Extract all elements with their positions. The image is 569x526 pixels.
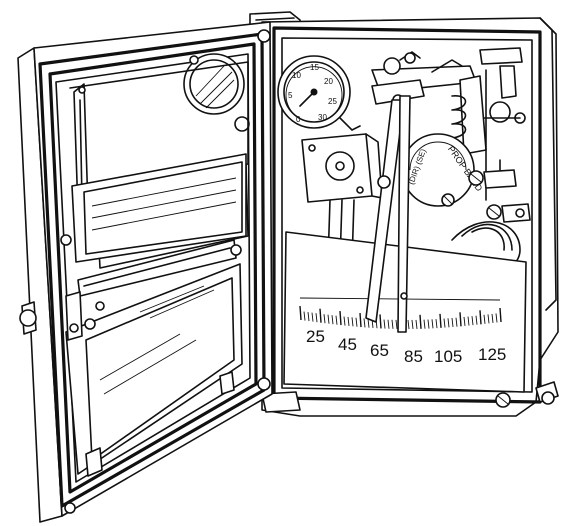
scale-tick xyxy=(431,319,434,329)
scale-tick xyxy=(351,317,354,327)
scale-tick xyxy=(367,318,370,328)
scale-label-85: 85 xyxy=(404,347,423,366)
scale-label-125: 125 xyxy=(478,345,506,364)
scale-tick xyxy=(467,316,470,326)
scale-tick xyxy=(499,307,502,323)
adjust-screw[interactable] xyxy=(441,193,455,207)
scale-tick xyxy=(311,312,314,322)
scale-label-25: 25 xyxy=(306,327,325,346)
gauge-label-25: 25 xyxy=(328,97,337,106)
scale-tick xyxy=(383,319,386,329)
scale-tick xyxy=(339,311,342,326)
scale-tick xyxy=(427,319,430,329)
scale-tick xyxy=(391,319,394,329)
door-window xyxy=(65,263,243,475)
scale-tick xyxy=(439,313,442,328)
scale-tick xyxy=(471,316,474,326)
gauge-label-20: 20 xyxy=(324,77,333,86)
scale-tick xyxy=(359,313,362,328)
scale-tick xyxy=(443,318,446,328)
scale-tick xyxy=(315,313,318,323)
scale-tick xyxy=(307,312,310,322)
scale-tick xyxy=(299,305,302,321)
door-screw xyxy=(257,377,271,391)
door-hinge-knob xyxy=(19,301,37,335)
scale-tick xyxy=(327,314,330,324)
prop-band-dial[interactable]: PROP BAND (DIR) (SE) xyxy=(401,133,485,207)
scale-tick xyxy=(483,314,486,324)
scale-tick xyxy=(343,316,346,326)
scale-tick xyxy=(379,314,382,329)
scale-tick xyxy=(415,319,418,329)
scale-tick xyxy=(463,316,466,326)
scale-tick xyxy=(419,314,422,329)
door-latch[interactable] xyxy=(65,291,105,341)
process-pointer xyxy=(397,95,411,333)
scale-ticks xyxy=(299,305,502,330)
scale-tick xyxy=(335,315,338,325)
scale-tick xyxy=(423,319,426,329)
pressure-gauge: 0 5 10 15 20 25 30 xyxy=(277,55,361,131)
linkage-assembly xyxy=(371,47,526,201)
motor-block xyxy=(301,133,383,203)
scale-tick xyxy=(459,312,462,327)
scale-tick xyxy=(303,311,306,321)
scale-tick xyxy=(395,319,398,329)
scale-tick xyxy=(347,316,350,327)
adjust-screw[interactable] xyxy=(468,159,517,189)
pointer-set xyxy=(365,95,411,333)
scale-tick xyxy=(475,315,478,325)
scale-tick xyxy=(435,319,438,329)
door-screw xyxy=(257,29,271,43)
scale-tick xyxy=(495,313,498,323)
scale-tick xyxy=(491,313,494,323)
scale-tick xyxy=(319,308,322,323)
card-slot xyxy=(71,153,247,263)
scale-tick xyxy=(323,314,326,324)
housing-screw xyxy=(495,392,511,408)
scale-tick xyxy=(363,318,366,328)
door-screw xyxy=(64,502,76,514)
scale-tick xyxy=(331,315,334,325)
gauge-needle xyxy=(299,91,315,107)
scale-label-65: 65 xyxy=(370,341,389,360)
adjust-screw[interactable] xyxy=(486,203,531,223)
scale-tick xyxy=(447,318,450,328)
gauge-label-15: 15 xyxy=(310,63,319,72)
scale-tick xyxy=(407,319,410,330)
gauge-label-0: 0 xyxy=(296,115,301,124)
gauge-label-30: 30 xyxy=(318,113,327,122)
scale-tick xyxy=(479,310,482,325)
gauge-label-5: 5 xyxy=(288,91,293,100)
gauge-label-10: 10 xyxy=(292,71,301,80)
scale-label-105: 105 xyxy=(434,347,462,366)
scale-tick xyxy=(387,319,390,329)
scale-tick xyxy=(411,319,414,330)
mounting-bolt xyxy=(535,381,559,405)
door[interactable] xyxy=(17,21,273,523)
scale-tick xyxy=(451,317,454,328)
scale-tick xyxy=(355,317,358,327)
scale-label-45: 45 xyxy=(338,335,357,354)
mechanism: 0 5 10 15 20 25 30 xyxy=(277,47,531,274)
scale-tick xyxy=(487,314,490,324)
scale-tick xyxy=(455,317,458,327)
